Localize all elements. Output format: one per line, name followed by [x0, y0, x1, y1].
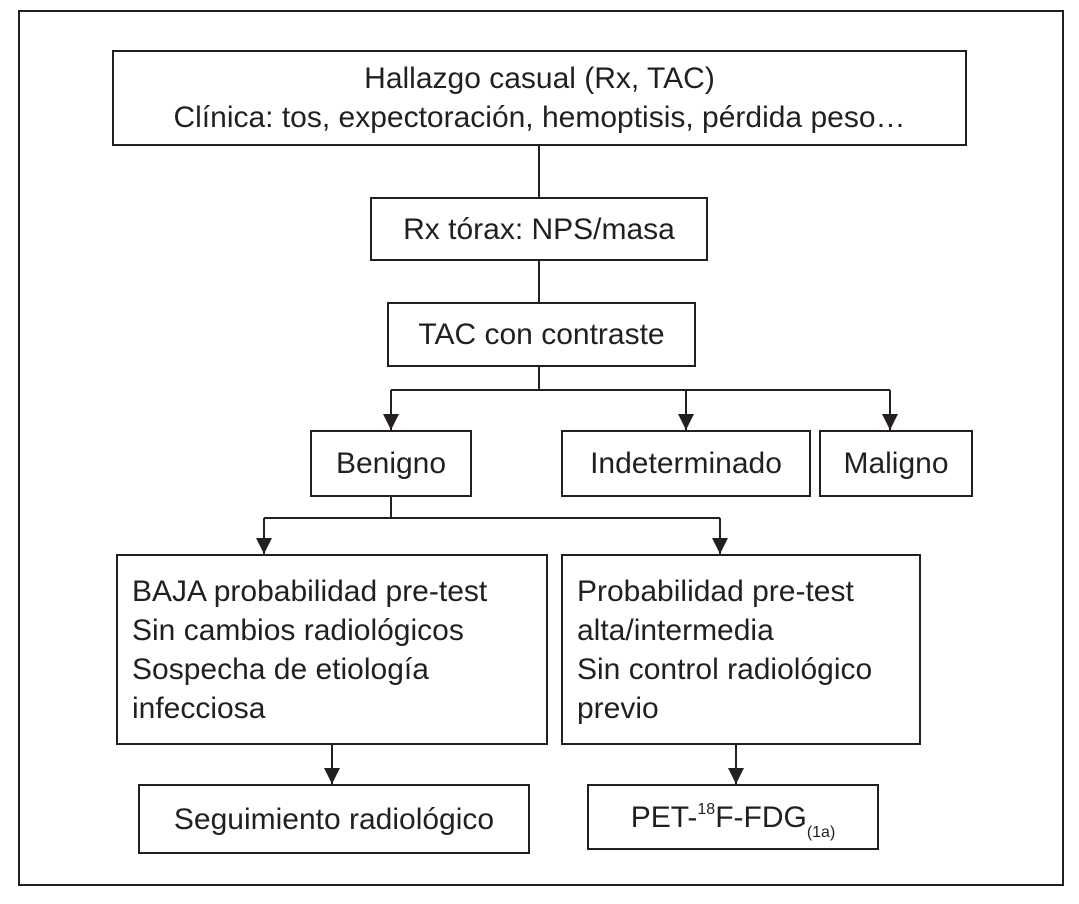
low-prob-line-1: BAJA probabilidad pre-test: [132, 574, 488, 608]
maligno-box: Maligno: [819, 430, 973, 497]
tac-box: TAC con contraste: [387, 302, 696, 367]
pet-box: PET-18F-FDG(1a): [587, 784, 879, 850]
indeterminado-box: Indeterminado: [561, 430, 811, 497]
high-prob-line-4: previo: [577, 691, 659, 725]
low-prob-line-4: infecciosa: [132, 691, 266, 725]
pet-prefix: PET-: [630, 800, 698, 834]
high-probability-box: Probabilidad pre-test alta/intermedia Si…: [561, 554, 921, 745]
pet-isotope: 18: [697, 800, 716, 818]
start-box: Hallazgo casual (Rx, TAC) Clínica: tos, …: [112, 50, 967, 146]
followup-label: Seguimiento radiológico: [173, 802, 495, 836]
high-prob-line-1: Probabilidad pre-test: [577, 574, 854, 608]
indeterminado-label: Indeterminado: [590, 447, 782, 480]
start-line-2: Clínica: tos, expectoración, hemoptisis,…: [173, 101, 906, 134]
followup-box: Seguimiento radiológico: [138, 784, 530, 854]
rx-box: Rx tórax: NPS/masa: [370, 197, 708, 261]
pet-evidence-level: (1a): [806, 823, 836, 841]
low-prob-line-3: Sospecha de etiología: [132, 652, 429, 686]
benigno-label: Benigno: [335, 447, 447, 480]
high-prob-line-2: alta/intermedia: [577, 613, 774, 647]
low-prob-line-2: Sin cambios radiológicos: [132, 613, 464, 647]
tac-label: TAC con contraste: [418, 318, 665, 351]
benigno-box: Benigno: [310, 430, 472, 497]
pet-label: PET-18F-FDG(1a): [630, 798, 836, 841]
rx-label: Rx tórax: NPS/masa: [403, 212, 675, 246]
pet-suffix: F-FDG: [715, 800, 807, 834]
maligno-label: Maligno: [843, 447, 949, 480]
high-prob-line-3: Sin control radiológico: [577, 652, 873, 686]
diagram-frame: [18, 10, 1064, 886]
start-line-1: Hallazgo casual (Rx, TAC): [364, 62, 715, 95]
low-probability-box: BAJA probabilidad pre-test Sin cambios r…: [116, 554, 548, 745]
